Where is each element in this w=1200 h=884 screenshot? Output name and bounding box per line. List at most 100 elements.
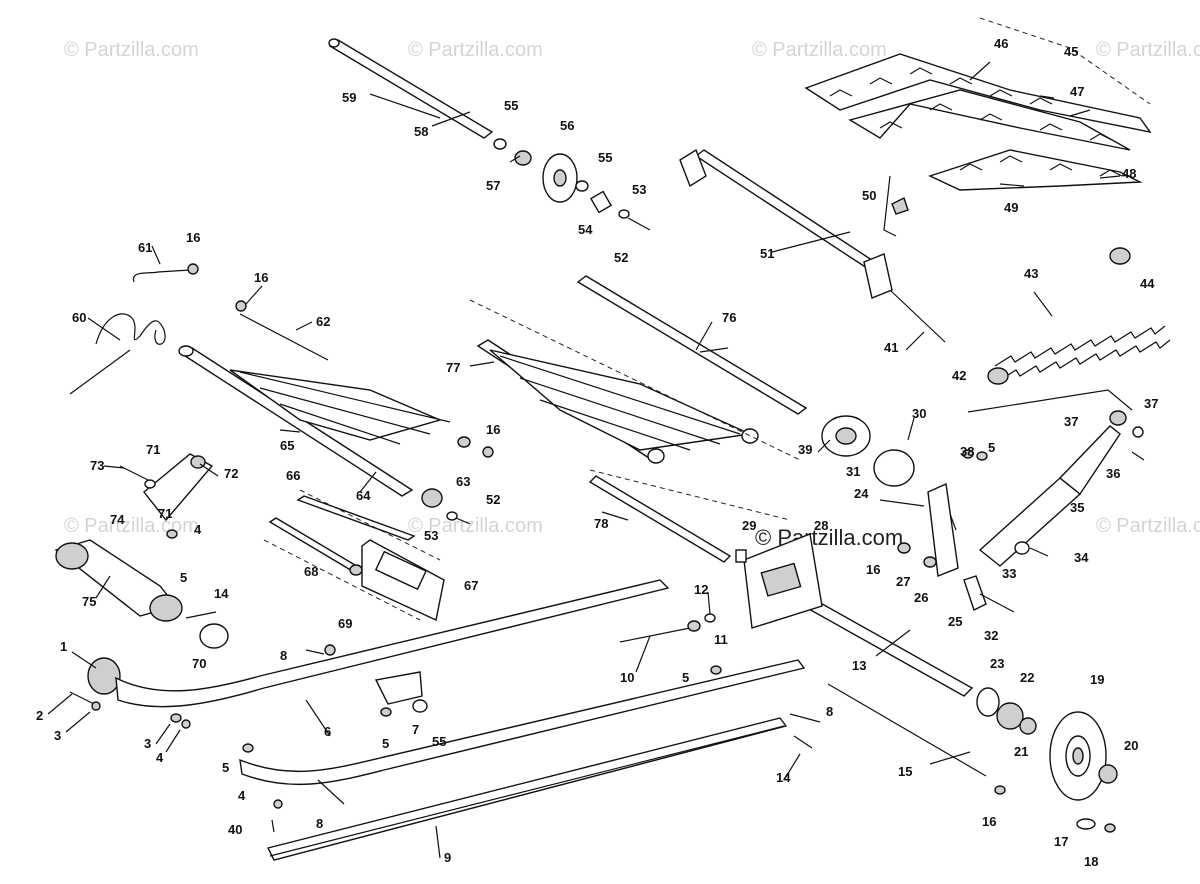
callout-76: 76 [722,310,736,325]
callout-33: 33 [1002,566,1016,581]
callout-61: 61 [138,240,152,255]
callout-8: 8 [826,704,833,719]
callout-46: 46 [994,36,1008,51]
watermark: © Partzilla.com [408,39,543,61]
callout-42: 42 [952,368,966,383]
callout-2: 2 [36,708,43,723]
callout-7: 7 [412,722,419,737]
callout-53: 53 [632,182,646,197]
callout-54: 54 [578,222,593,237]
callout-29: 29 [742,518,756,533]
callout-labels: 1 2 3 3 4 4 4 5 5 5 5 5 6 7 8 8 8 9 10 1… [36,36,1158,869]
callout-52: 52 [614,250,628,265]
callout-59: 59 [342,90,356,105]
callout-28: 28 [814,518,828,533]
callout-45: 45 [1064,44,1078,59]
callout-72: 72 [224,466,238,481]
watermark: © Partzilla.com [1096,515,1200,537]
front-arm-assembly [178,300,471,525]
callout-71: 71 [158,506,172,521]
callout-51: 51 [760,246,774,261]
callout-9: 9 [444,850,451,865]
callout-34: 34 [1074,550,1089,565]
callout-13: 13 [852,658,866,673]
leader-lines [47,61,1121,859]
part-drawings [54,17,1171,861]
callout-5: 5 [682,670,689,685]
callout-5: 5 [180,570,187,585]
callout-74: 74 [110,512,125,527]
callout-26: 26 [914,590,928,605]
suspension-spring [987,247,1171,385]
callout-16: 16 [254,270,268,285]
callout-67: 67 [464,578,478,593]
callout-38: 38 [960,444,974,459]
callout-55: 55 [504,98,518,113]
callout-11: 11 [714,632,728,647]
fasteners [69,446,821,833]
rear-shock [967,389,1145,567]
callout-48: 48 [1122,166,1136,181]
callout-57: 57 [486,178,500,193]
callout-35: 35 [1070,500,1084,515]
torsion-spring [69,263,199,395]
callout-15: 15 [898,764,912,779]
callout-32: 32 [984,628,998,643]
callout-62: 62 [316,314,330,329]
callout-69: 69 [338,616,352,631]
callout-68: 68 [304,564,318,579]
callout-30: 30 [912,406,926,421]
callout-18: 18 [1084,854,1098,869]
callout-44: 44 [1140,276,1155,291]
callout-66: 66 [286,468,300,483]
callout-12: 12 [694,582,708,597]
callout-39: 39 [798,442,812,457]
callout-16: 16 [186,230,200,245]
callout-25: 25 [948,614,962,629]
callout-24: 24 [854,486,869,501]
center-shock-assembly [263,489,445,622]
callout-16: 16 [982,814,996,829]
callout-50: 50 [862,188,876,203]
callout-4: 4 [194,522,202,537]
callout-3: 3 [144,736,151,751]
callout-20: 20 [1124,738,1138,753]
callout-10: 10 [620,670,634,685]
callout-37: 37 [1064,414,1078,429]
watermark: © Partzilla.com [752,39,887,61]
callout-3: 3 [54,728,61,743]
rear-idler-wheel [976,687,1118,833]
callout-5: 5 [222,760,229,775]
callout-73: 73 [90,458,104,473]
callout-4: 4 [238,788,246,803]
callout-56: 56 [560,118,574,133]
watermark: © Partzilla.com [1096,39,1200,61]
rear-arm-assembly [469,275,808,563]
callout-77: 77 [446,360,460,375]
callout-22: 22 [1020,670,1034,685]
callout-14: 14 [214,586,229,601]
watermark: © Partzilla.com [64,515,199,537]
callout-27: 27 [896,574,910,589]
callout-6: 6 [324,724,331,739]
front-linkage [54,453,229,649]
callout-70: 70 [192,656,206,671]
idler-shaft [328,38,651,231]
callout-55: 55 [432,734,446,749]
callout-43: 43 [1024,266,1038,281]
rear-pivot [821,415,1015,613]
bracket-50 [883,175,909,237]
callout-53: 53 [424,528,438,543]
callout-19: 19 [1090,672,1104,687]
callout-8: 8 [316,816,323,831]
callout-17: 17 [1054,834,1068,849]
callout-75: 75 [82,594,96,609]
callout-63: 63 [456,474,470,489]
callout-16: 16 [486,422,500,437]
rear-axle [679,148,946,343]
callout-5: 5 [382,736,389,751]
callout-49: 49 [1004,200,1018,215]
callout-8: 8 [280,648,287,663]
